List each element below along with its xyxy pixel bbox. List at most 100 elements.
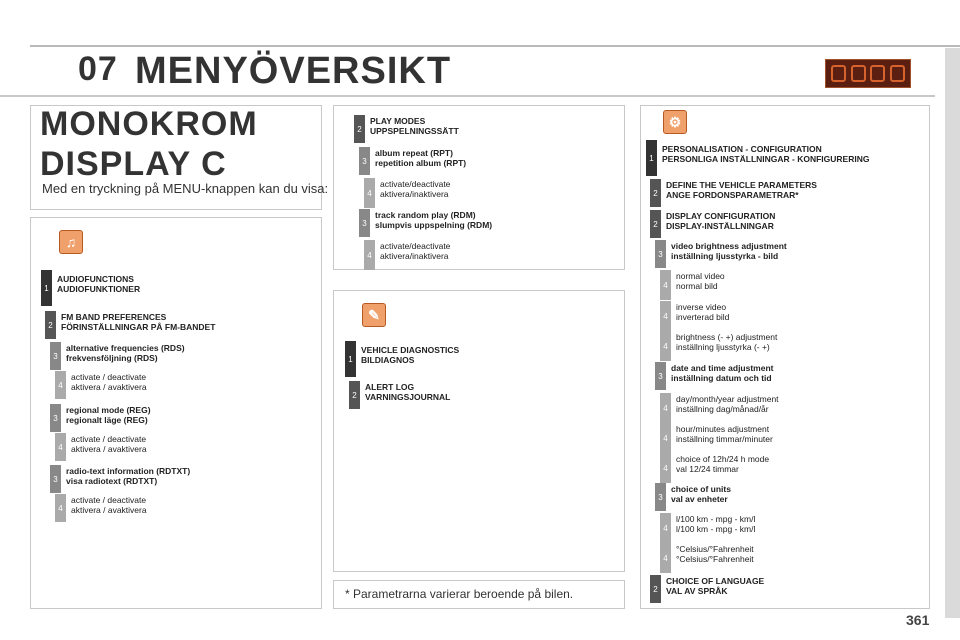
menu-item-line1: activate / deactivate bbox=[71, 372, 147, 382]
page-edge-bar bbox=[945, 48, 960, 618]
section-icons-strip bbox=[825, 59, 911, 88]
level-badge: 4 bbox=[660, 393, 671, 423]
audio-panel bbox=[30, 217, 322, 609]
menu-item-line2: aktivera/inaktivera bbox=[380, 189, 449, 199]
page-title: MENYÖVERSIKT bbox=[135, 50, 452, 92]
level-badge: 2 bbox=[349, 381, 360, 409]
level-badge: 1 bbox=[345, 341, 356, 377]
menu-item-label: album repeat (RPT)repetition album (RPT) bbox=[375, 148, 466, 168]
menu-item-label: radio-text information (RDTXT)visa radio… bbox=[66, 466, 190, 486]
chapter-number: 07 bbox=[78, 50, 118, 88]
menu-item-line2: DISPLAY-INSTÄLLNINGAR bbox=[666, 221, 774, 231]
menu-item-line1: FM BAND PREFERENCES bbox=[61, 312, 167, 322]
level-badge: 3 bbox=[655, 483, 666, 511]
level-badge: 4 bbox=[55, 494, 66, 522]
menu-item-line2: FÖRINSTÄLLNINGAR PÅ FM-BANDET bbox=[61, 322, 216, 332]
intro-panel bbox=[30, 105, 322, 210]
menu-item-line1: CHOICE OF LANGUAGE bbox=[666, 576, 765, 586]
menu-item-line2: inverterad bild bbox=[676, 312, 730, 322]
menu-item-line1: activate/deactivate bbox=[380, 179, 451, 189]
level-badge: 3 bbox=[50, 465, 61, 493]
level-badge: 2 bbox=[650, 210, 661, 238]
level-badge: 2 bbox=[45, 311, 56, 339]
level-badge: 1 bbox=[41, 270, 52, 306]
menu-item-line2: normal bild bbox=[676, 281, 718, 291]
intro-text: Med en tryckning på MENU-knappen kan du … bbox=[42, 181, 329, 196]
level-badge: 4 bbox=[660, 331, 671, 361]
menu-item-line2: aktivera / avaktivera bbox=[71, 382, 147, 392]
menu-item-line1: hour/minutes adjustment bbox=[676, 424, 770, 434]
menu-item-line2: aktivera/inaktivera bbox=[380, 251, 449, 261]
menu-item-line1: regional mode (REG) bbox=[66, 405, 151, 415]
level-badge: 4 bbox=[660, 423, 671, 453]
menu-item-line1: l/100 km - mpg - km/l bbox=[676, 514, 756, 524]
menu-item-line1: ALERT LOG bbox=[365, 382, 415, 392]
menu-item-line1: date and time adjustment bbox=[671, 363, 774, 373]
menu-item-label: alternative frequencies (RDS)frekvensföl… bbox=[66, 343, 185, 363]
menu-item-line2: AUDIOFUNKTIONER bbox=[57, 284, 141, 294]
menu-item-line1: °Celsius/°Fahrenheit bbox=[676, 544, 754, 554]
audio-settings-icon: ♫ bbox=[59, 230, 83, 254]
menu-item-line2: frekvensföljning (RDS) bbox=[66, 353, 158, 363]
menu-item-label: track random play (RDM)slumpvis uppspeln… bbox=[375, 210, 492, 230]
menu-item-label: regional mode (REG)regionalt läge (REG) bbox=[66, 405, 151, 425]
level-badge: 3 bbox=[359, 147, 370, 175]
menu-item-line2: val 12/24 timmar bbox=[676, 464, 739, 474]
menu-item-line1: inverse video bbox=[676, 302, 727, 312]
menu-item-line1: brightness (- +) adjustment bbox=[676, 332, 778, 342]
menu-item-line1: album repeat (RPT) bbox=[375, 148, 453, 158]
level-badge: 3 bbox=[50, 404, 61, 432]
menu-item-line2: UPPSPELNINGSSÄTT bbox=[370, 126, 459, 136]
level-badge: 4 bbox=[660, 301, 671, 331]
menu-item-line1: PLAY MODES bbox=[370, 116, 426, 126]
menu-item-line2: inställning datum och tid bbox=[671, 373, 772, 383]
menu-item-line2: regionalt läge (REG) bbox=[66, 415, 148, 425]
level-badge: 4 bbox=[660, 270, 671, 300]
header-rule-lower bbox=[0, 95, 935, 97]
play-modes-panel bbox=[333, 105, 625, 270]
level-badge: 2 bbox=[650, 179, 661, 207]
menu-item-line1: normal video bbox=[676, 271, 725, 281]
menu-item-line1: choice of units bbox=[671, 484, 731, 494]
tools-icon bbox=[870, 65, 886, 82]
level-badge: 3 bbox=[359, 209, 370, 237]
menu-item-line2: aktivera / avaktivera bbox=[71, 444, 147, 454]
menu-item-line2: ANGE FORDONSPARAMETRAR* bbox=[666, 190, 799, 200]
fuel-icon bbox=[889, 65, 905, 82]
menu-item-line1: radio-text information (RDTXT) bbox=[66, 466, 191, 476]
level-badge: 3 bbox=[655, 240, 666, 268]
menu-item-label: °Celsius/°Fahrenheit°Celsius/°Fahrenheit bbox=[676, 544, 754, 564]
menu-item-line2: PERSONLIGA INSTÄLLNINGAR - KONFIGURERING bbox=[662, 154, 870, 164]
level-badge: 4 bbox=[660, 543, 671, 573]
menu-item-line2: l/100 km - mpg - km/l bbox=[676, 524, 756, 534]
header-rule bbox=[100, 45, 960, 47]
intro-title-line2: DISPLAY C bbox=[40, 145, 227, 183]
personalisation-icon: ⚙ bbox=[663, 110, 687, 134]
level-badge: 3 bbox=[655, 362, 666, 390]
menu-item-line2: VAL AV SPRÅK bbox=[666, 586, 728, 596]
audio-icon bbox=[831, 65, 847, 82]
footnote-panel bbox=[333, 580, 625, 609]
menu-item-line2: visa radiotext (RDTXT) bbox=[66, 476, 158, 486]
menu-item-line1: track random play (RDM) bbox=[375, 210, 476, 220]
menu-item-line2: inställning dag/månad/år bbox=[676, 404, 769, 414]
personalisation-panel bbox=[640, 105, 930, 609]
